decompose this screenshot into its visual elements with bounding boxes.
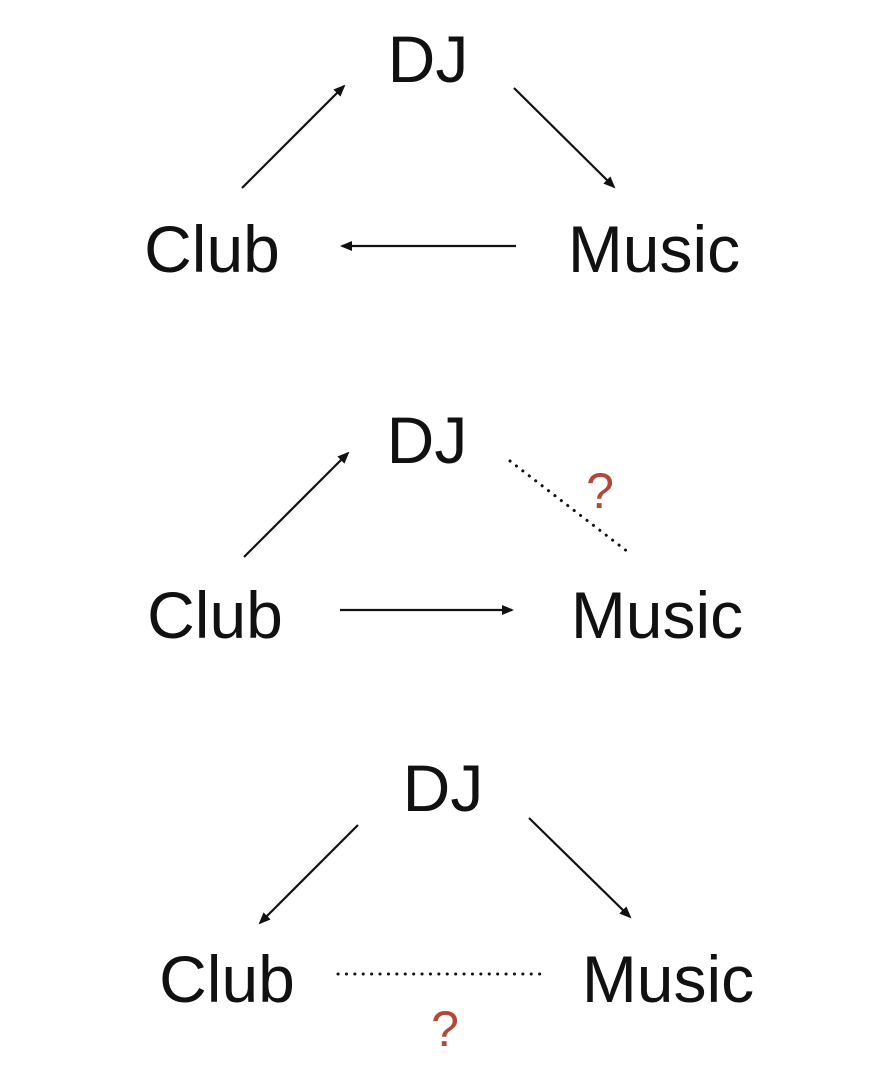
diagram-3-music-label: Music — [582, 942, 754, 1016]
diagram-3-dj-label: DJ — [403, 751, 484, 825]
diagram-2: DJ Club Music ? — [147, 403, 743, 652]
diagram-3: DJ Club Music ? — [159, 751, 754, 1057]
diagram-2-edge-club-dj — [243, 451, 350, 558]
diagram-2-club-label: Club — [147, 578, 283, 652]
diagram-3-club-label: Club — [159, 942, 295, 1016]
diagram-3-edge-dj-club — [258, 824, 359, 925]
diagram-1: DJ Club Music — [144, 22, 740, 286]
diagram-1-edge-dj-music — [513, 87, 616, 189]
diagram-1-dj-label: DJ — [388, 22, 469, 96]
diagram-1-club-label: Club — [144, 212, 280, 286]
diagram-1-music-label: Music — [568, 212, 740, 286]
diagram-3-question-label: ? — [431, 1001, 459, 1057]
diagram-1-edge-club-dj — [241, 84, 346, 189]
diagram-2-edge-dj-music-dotted — [508, 459, 630, 554]
diagram-2-dj-label: DJ — [387, 403, 468, 477]
diagram-3-edge-dj-music — [528, 817, 632, 919]
diagram-2-music-label: Music — [571, 578, 743, 652]
diagram-2-question-label: ? — [586, 463, 614, 519]
